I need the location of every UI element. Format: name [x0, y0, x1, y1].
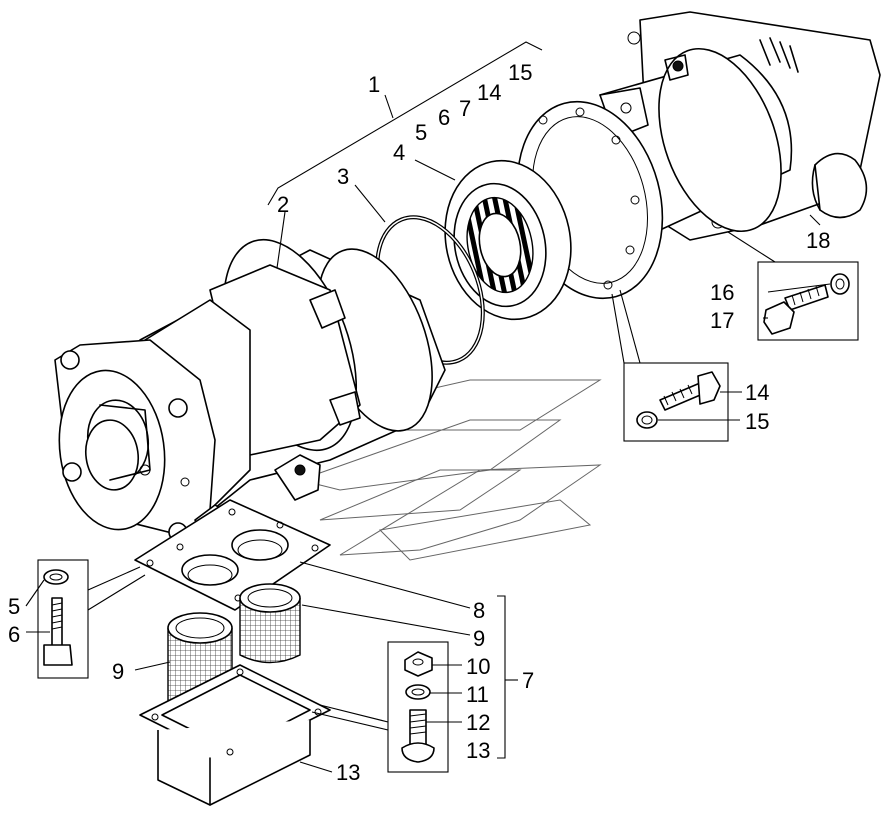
cylinder-body [139, 238, 446, 521]
washer-right-lower [636, 411, 658, 429]
label-18: 18 [806, 228, 830, 253]
screw [401, 709, 435, 763]
connector-pins-icon [759, 37, 799, 73]
label-5-top: 5 [415, 120, 427, 145]
watermark-logo [249, 379, 602, 561]
label-9-right: 9 [473, 626, 485, 651]
label-15-right: 15 [745, 409, 769, 434]
label-14-right: 14 [745, 380, 769, 405]
bolt-right-lower [659, 371, 721, 411]
bolt-left [43, 597, 73, 666]
end-cap [811, 152, 868, 219]
label-16: 16 [710, 280, 734, 305]
washer-right-upper [830, 273, 850, 295]
mounting-bracket [274, 454, 321, 501]
label-2: 2 [277, 192, 289, 217]
label-11: 11 [466, 682, 489, 707]
label-13-right: 13 [466, 738, 490, 763]
lock-washer [405, 684, 431, 700]
front-end-cover [54, 339, 241, 551]
label-7-top: 7 [459, 96, 471, 121]
label-13-bottom: 13 [336, 760, 360, 785]
label-12: 12 [466, 710, 490, 735]
label-3: 3 [337, 164, 349, 189]
nut [404, 651, 433, 677]
label-10: 10 [466, 654, 490, 679]
label-17: 17 [710, 308, 734, 333]
gasket-plate [134, 499, 331, 611]
callout-labels: 1 2 3 4 5 6 7 14 15 5 6 8 9 9 10 11 12 1… [8, 60, 830, 785]
label-14-top: 14 [477, 80, 501, 105]
sump-cover [139, 664, 331, 806]
leader-lines [25, 41, 859, 773]
filter-screen-right [239, 583, 301, 664]
label-1: 1 [368, 72, 380, 97]
label-4: 4 [393, 140, 405, 165]
label-6-top: 6 [438, 105, 450, 130]
label-8: 8 [473, 598, 485, 623]
label-9-left: 9 [112, 659, 124, 684]
label-7-bracket: 7 [522, 668, 534, 693]
label-6-left: 6 [8, 622, 20, 647]
label-5-left: 5 [8, 594, 20, 619]
bolt-right-upper [763, 284, 829, 335]
label-15-top: 15 [508, 60, 532, 85]
washer-left [43, 569, 69, 585]
